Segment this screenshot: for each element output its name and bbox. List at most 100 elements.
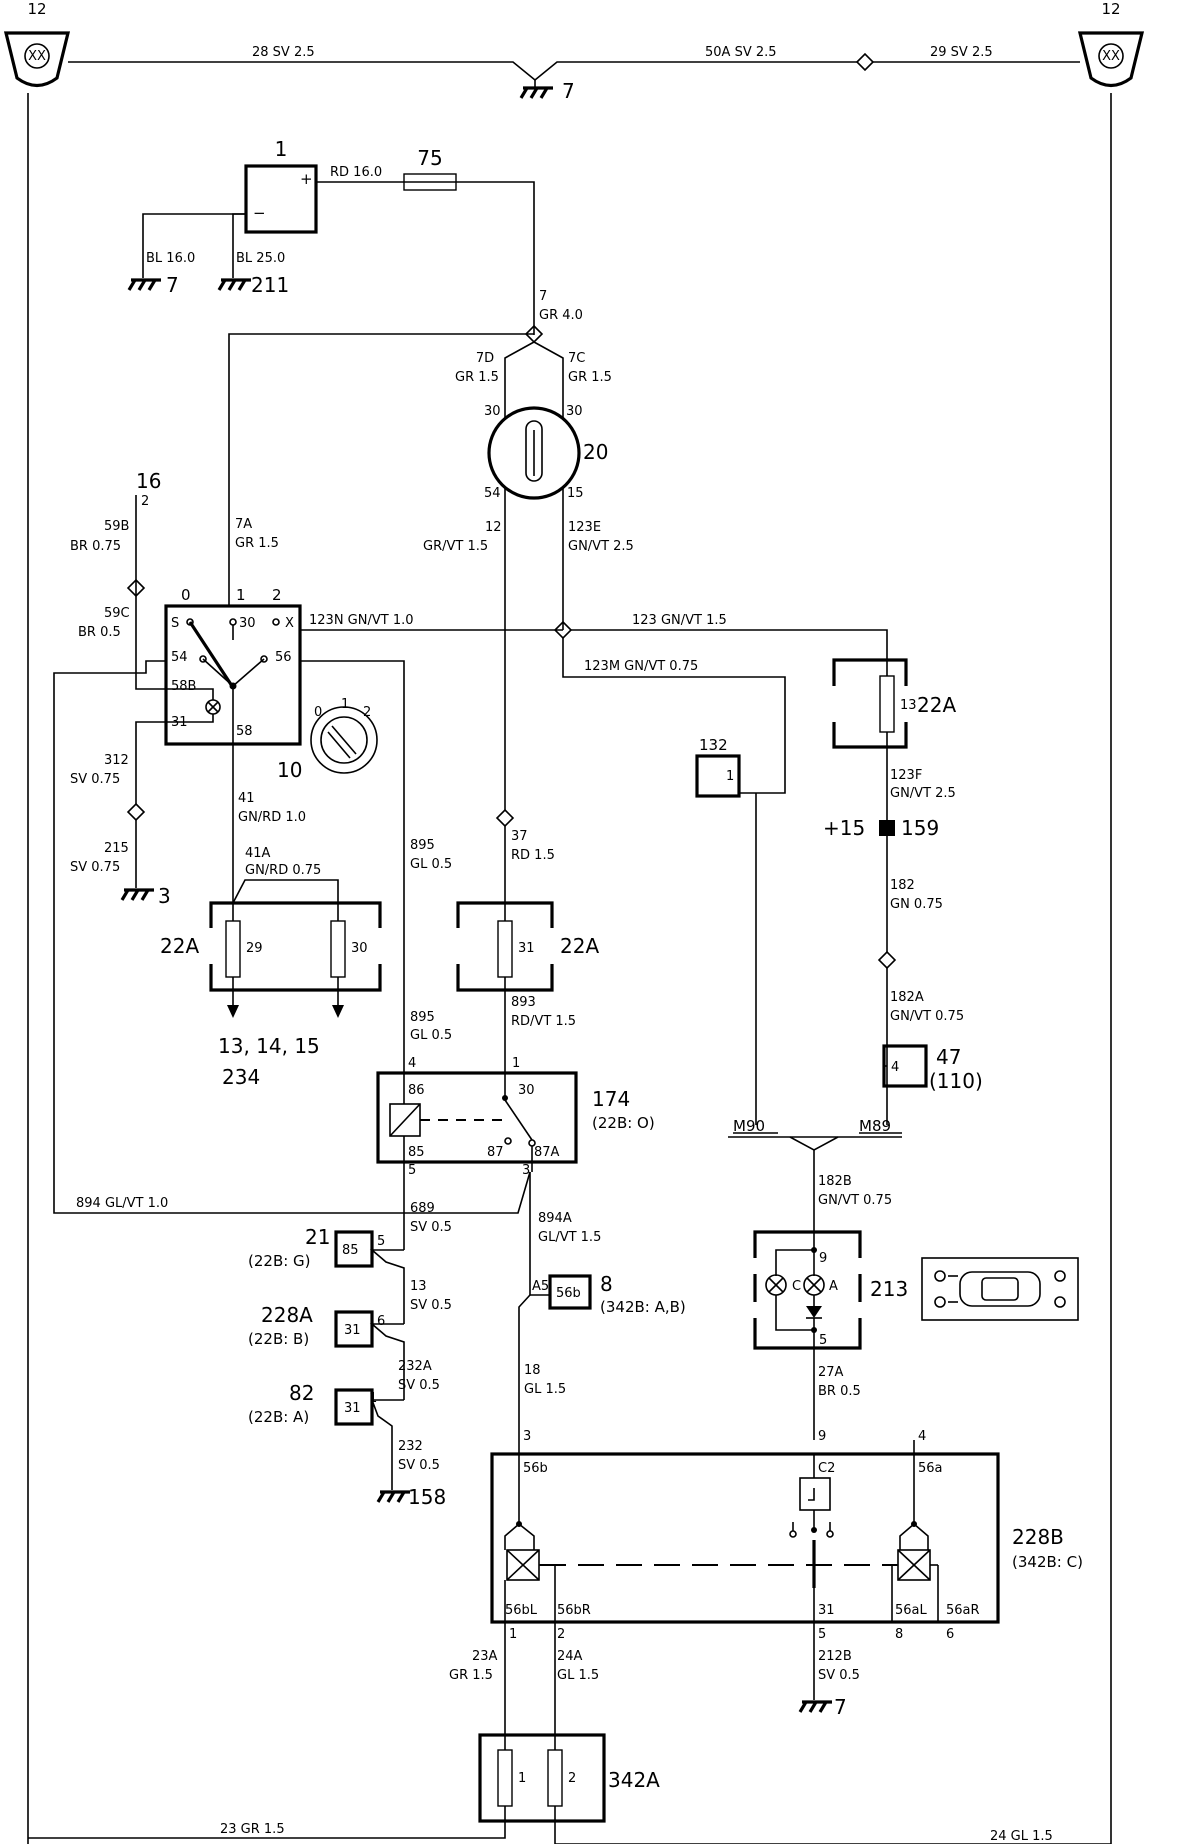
- svg-text:GR 4.0: GR 4.0: [539, 308, 583, 323]
- svg-text:4: 4: [408, 1056, 416, 1071]
- svg-text:5: 5: [377, 1234, 385, 1249]
- svg-text:27A: 27A: [818, 1365, 844, 1380]
- ground-icon: [519, 86, 555, 100]
- svg-text:22A: 22A: [917, 693, 956, 717]
- svg-text:2: 2: [568, 1771, 576, 1786]
- svg-text:1: 1: [369, 1391, 377, 1406]
- svg-text:GL 1.5: GL 1.5: [557, 1668, 599, 1683]
- svg-text:(22B: G): (22B: G): [248, 1252, 311, 1270]
- svg-text:41: 41: [238, 791, 255, 806]
- svg-text:123E: 123E: [568, 520, 601, 535]
- connector-12-right: XX 12: [1077, 0, 1145, 88]
- svg-text:2: 2: [363, 705, 371, 720]
- svg-text:RD 1.5: RD 1.5: [511, 848, 555, 863]
- svg-text:BL 25.0: BL 25.0: [236, 251, 285, 266]
- svg-text:BR 0.75: BR 0.75: [70, 539, 121, 554]
- svg-text:4: 4: [891, 1060, 899, 1075]
- svg-text:22A: 22A: [160, 934, 199, 958]
- svg-text:GN/VT 0.75: GN/VT 0.75: [818, 1193, 892, 1208]
- svg-text:893: 893: [511, 995, 536, 1010]
- node-159: [879, 820, 895, 836]
- svg-text:8: 8: [895, 1627, 903, 1642]
- svg-text:GL 0.5: GL 0.5: [410, 1028, 452, 1043]
- svg-text:GN/RD 1.0: GN/RD 1.0: [238, 810, 306, 825]
- svg-text:SV 0.5: SV 0.5: [398, 1458, 440, 1473]
- knob-icon: 0 1 2: [310, 697, 378, 774]
- ground-icon: [217, 278, 253, 292]
- svg-text:75: 75: [417, 146, 442, 170]
- svg-text:182A: 182A: [890, 990, 924, 1005]
- svg-text:7A: 7A: [235, 517, 252, 532]
- svg-text:7: 7: [562, 79, 575, 103]
- svg-text:234: 234: [222, 1065, 260, 1089]
- svg-text:30: 30: [351, 941, 368, 956]
- svg-text:SV 0.5: SV 0.5: [398, 1378, 440, 1393]
- svg-text:1: 1: [726, 769, 734, 784]
- svg-text:54: 54: [171, 650, 188, 665]
- ignition-switch-20: 30 30 54 15 20: [484, 404, 608, 501]
- svg-text:SV 0.5: SV 0.5: [818, 1668, 860, 1683]
- component-82: 31 1 82 (22B: A): [248, 1381, 377, 1426]
- svg-text:GN/VT 0.75: GN/VT 0.75: [890, 1009, 964, 1024]
- svg-text:GR 1.5: GR 1.5: [455, 370, 499, 385]
- svg-text:894A: 894A: [538, 1211, 572, 1226]
- svg-text:56aR: 56aR: [946, 1603, 980, 1618]
- svg-text:RD/VT 1.5: RD/VT 1.5: [511, 1014, 576, 1029]
- svg-text:1: 1: [509, 1627, 517, 1642]
- svg-text:123F: 123F: [890, 768, 922, 783]
- svg-text:15: 15: [567, 486, 584, 501]
- svg-text:31: 31: [344, 1401, 361, 1416]
- component-47: 4 47 (110): [882, 1044, 983, 1093]
- component-132: 1 132: [695, 736, 741, 798]
- svg-text:86: 86: [408, 1083, 425, 1098]
- svg-text:GR/VT 1.5: GR/VT 1.5: [423, 539, 488, 554]
- svg-text:X: X: [285, 616, 294, 631]
- svg-text:159: 159: [901, 816, 939, 840]
- svg-text:689: 689: [410, 1201, 435, 1216]
- svg-text:5: 5: [819, 1333, 827, 1348]
- svg-text:232: 232: [398, 1439, 423, 1454]
- svg-text:0: 0: [314, 705, 322, 720]
- svg-text:1: 1: [512, 1056, 520, 1071]
- svg-text:C: C: [792, 1279, 801, 1294]
- svg-text:37: 37: [511, 829, 528, 844]
- svg-text:9: 9: [818, 1429, 826, 1444]
- svg-text:GN/VT 2.5: GN/VT 2.5: [890, 786, 956, 801]
- svg-text:M89: M89: [859, 1117, 891, 1135]
- svg-text:123M GN/VT 0.75: 123M GN/VT 0.75: [584, 659, 698, 674]
- svg-text:(342B: A,B): (342B: A,B): [600, 1298, 686, 1316]
- svg-text:312: 312: [104, 753, 129, 768]
- svg-text:28 SV 2.5: 28 SV 2.5: [252, 45, 315, 60]
- svg-text:SV 0.75: SV 0.75: [70, 772, 120, 787]
- svg-text:29 SV 2.5: 29 SV 2.5: [930, 45, 993, 60]
- svg-text:GR 1.5: GR 1.5: [449, 1668, 493, 1683]
- fuse-75: 75: [403, 146, 457, 191]
- svg-text:7C: 7C: [568, 351, 585, 366]
- svg-text:21: 21: [305, 1225, 330, 1249]
- svg-text:(22B: O): (22B: O): [592, 1114, 655, 1132]
- svg-text:SV 0.5: SV 0.5: [410, 1298, 452, 1313]
- svg-text:56a: 56a: [918, 1461, 943, 1476]
- component-342a: 1 2 342A: [478, 1733, 660, 1823]
- svg-text:31: 31: [344, 1323, 361, 1338]
- svg-text:9: 9: [819, 1251, 827, 1266]
- svg-text:1: 1: [275, 137, 288, 161]
- svg-text:GR 1.5: GR 1.5: [568, 370, 612, 385]
- svg-text:29: 29: [246, 941, 263, 956]
- svg-text:7: 7: [539, 289, 547, 304]
- svg-text:(110): (110): [929, 1069, 983, 1093]
- svg-text:RD 16.0: RD 16.0: [330, 165, 382, 180]
- svg-text:3: 3: [523, 1429, 531, 1444]
- svg-text:+15: +15: [823, 816, 865, 840]
- svg-text:GN/RD 0.75: GN/RD 0.75: [245, 863, 321, 878]
- svg-text:211: 211: [251, 273, 289, 297]
- svg-text:123N GN/VT 1.0: 123N GN/VT 1.0: [309, 613, 414, 628]
- svg-text:GL 1.5: GL 1.5: [524, 1382, 566, 1397]
- svg-text:56b: 56b: [523, 1461, 548, 1476]
- svg-text:24A: 24A: [557, 1649, 583, 1664]
- svg-text:7D: 7D: [476, 351, 494, 366]
- svg-text:1: 1: [341, 697, 349, 712]
- svg-text:M90: M90: [733, 1117, 765, 1135]
- svg-text:12: 12: [485, 520, 502, 535]
